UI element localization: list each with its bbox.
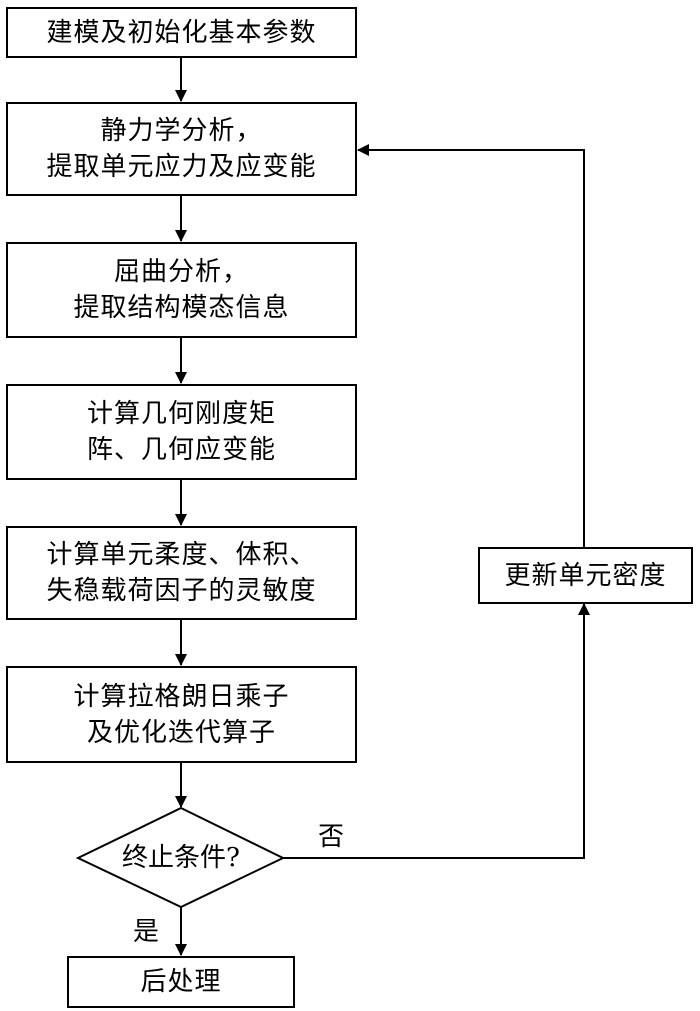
step-lagrange-line-1: 计算拉格朗日乘子: [73, 681, 290, 712]
step-model-init: 建模及初始化基本参数: [6, 7, 357, 58]
arrow-decision-to-update: [283, 603, 590, 859]
step-buckling-analysis: 屈曲分析， 提取结构模态信息: [6, 242, 357, 338]
step-sensitivity: 计算单元柔度、体积、 失稳载荷因子的灵敏度: [6, 526, 357, 620]
step-geometric-stiffness-line-1: 计算几何刚度矩: [86, 399, 276, 429]
decision-diamond: [75, 806, 286, 909]
step-buckling-analysis-line-2: 提取结构模态信息: [73, 293, 290, 323]
step-lagrange: 计算拉格朗日乘子 及优化迭代算子: [6, 666, 357, 763]
step-update-density: 更新单元密度: [478, 547, 693, 604]
step-sensitivity-line-2: 失稳载荷因子的灵敏度: [46, 576, 317, 606]
step-geometric-stiffness-line-2: 阵、几何应变能: [86, 435, 276, 465]
step-update-density-text: 更新单元密度: [504, 560, 667, 591]
step-sensitivity-line-1: 计算单元柔度、体积、: [46, 540, 317, 570]
step-post-process: 后处理: [67, 956, 295, 1008]
yes-label: 是: [133, 917, 160, 947]
step-static-analysis-line-1: 静力学分析，: [100, 116, 263, 146]
step-geometric-stiffness: 计算几何刚度矩 阵、几何应变能: [6, 384, 357, 480]
step-post-process-text: 后处理: [140, 967, 222, 997]
arrow-update-to-step2: [357, 144, 585, 547]
decision-label: 终止条件?: [122, 843, 240, 873]
step-model-init-text: 建模及初始化基本参数: [46, 17, 317, 48]
step-lagrange-line-2: 及优化迭代算子: [86, 717, 276, 748]
no-label: 否: [318, 822, 345, 852]
step-static-analysis: 静力学分析， 提取单元应力及应变能: [6, 102, 357, 196]
step-static-analysis-line-2: 提取单元应力及应变能: [46, 152, 317, 182]
step-buckling-analysis-line-1: 屈曲分析，: [113, 257, 249, 287]
